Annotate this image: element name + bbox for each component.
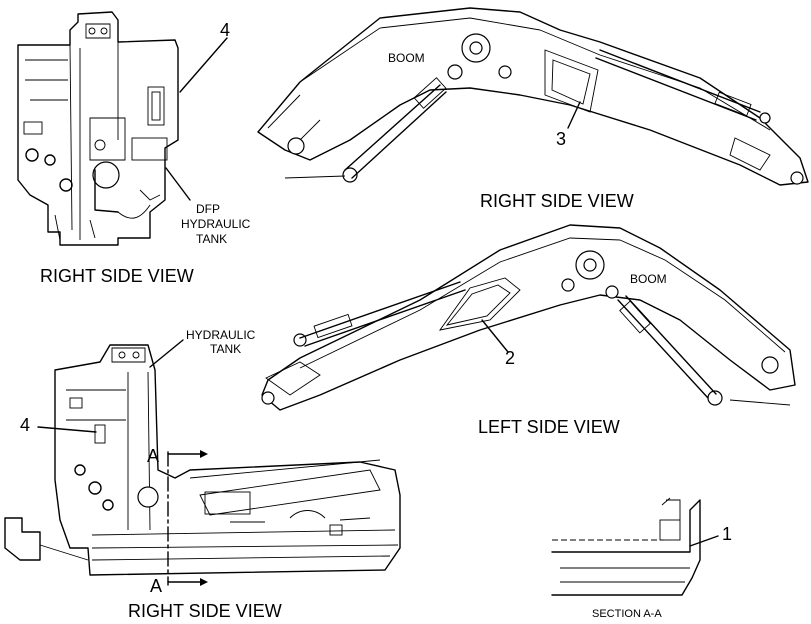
callout-4-top: 4 — [220, 20, 230, 40]
boom-right-side-view — [257, 7, 809, 186]
caption-right-side-view-top-right: RIGHT SIDE VIEW — [480, 191, 634, 211]
machine-right-side-view-bottom — [4, 339, 401, 586]
dfp-tank-label-3: TANK — [196, 232, 227, 246]
hyd-tank-label-2: TANK — [210, 342, 241, 356]
callout-4-bottom: 4 — [20, 415, 30, 435]
caption-section-a-a: SECTION A-A — [592, 608, 662, 620]
callout-3: 3 — [556, 129, 566, 149]
dfp-tank-label-1: DFP — [196, 202, 220, 216]
section-marker-a-top: A — [147, 446, 159, 466]
boom-left-side-view — [261, 224, 796, 411]
caption-right-side-view-bottom: RIGHT SIDE VIEW — [128, 601, 282, 621]
hyd-tank-label-1: HYDRAULIC — [186, 328, 256, 342]
callout-1: 1 — [722, 524, 732, 544]
caption-left-side-view: LEFT SIDE VIEW — [478, 417, 620, 437]
boom-label-lower: BOOM — [630, 272, 667, 286]
dfp-tank-label-2: HYDRAULIC — [181, 217, 251, 231]
callout-2: 2 — [505, 348, 515, 368]
section-marker-a-bottom: A — [150, 576, 162, 596]
section-a-a-view — [551, 497, 719, 596]
boom-label-upper: BOOM — [388, 51, 425, 65]
caption-right-side-view-top-left: RIGHT SIDE VIEW — [40, 266, 194, 286]
machine-right-side-view-top — [17, 11, 228, 246]
